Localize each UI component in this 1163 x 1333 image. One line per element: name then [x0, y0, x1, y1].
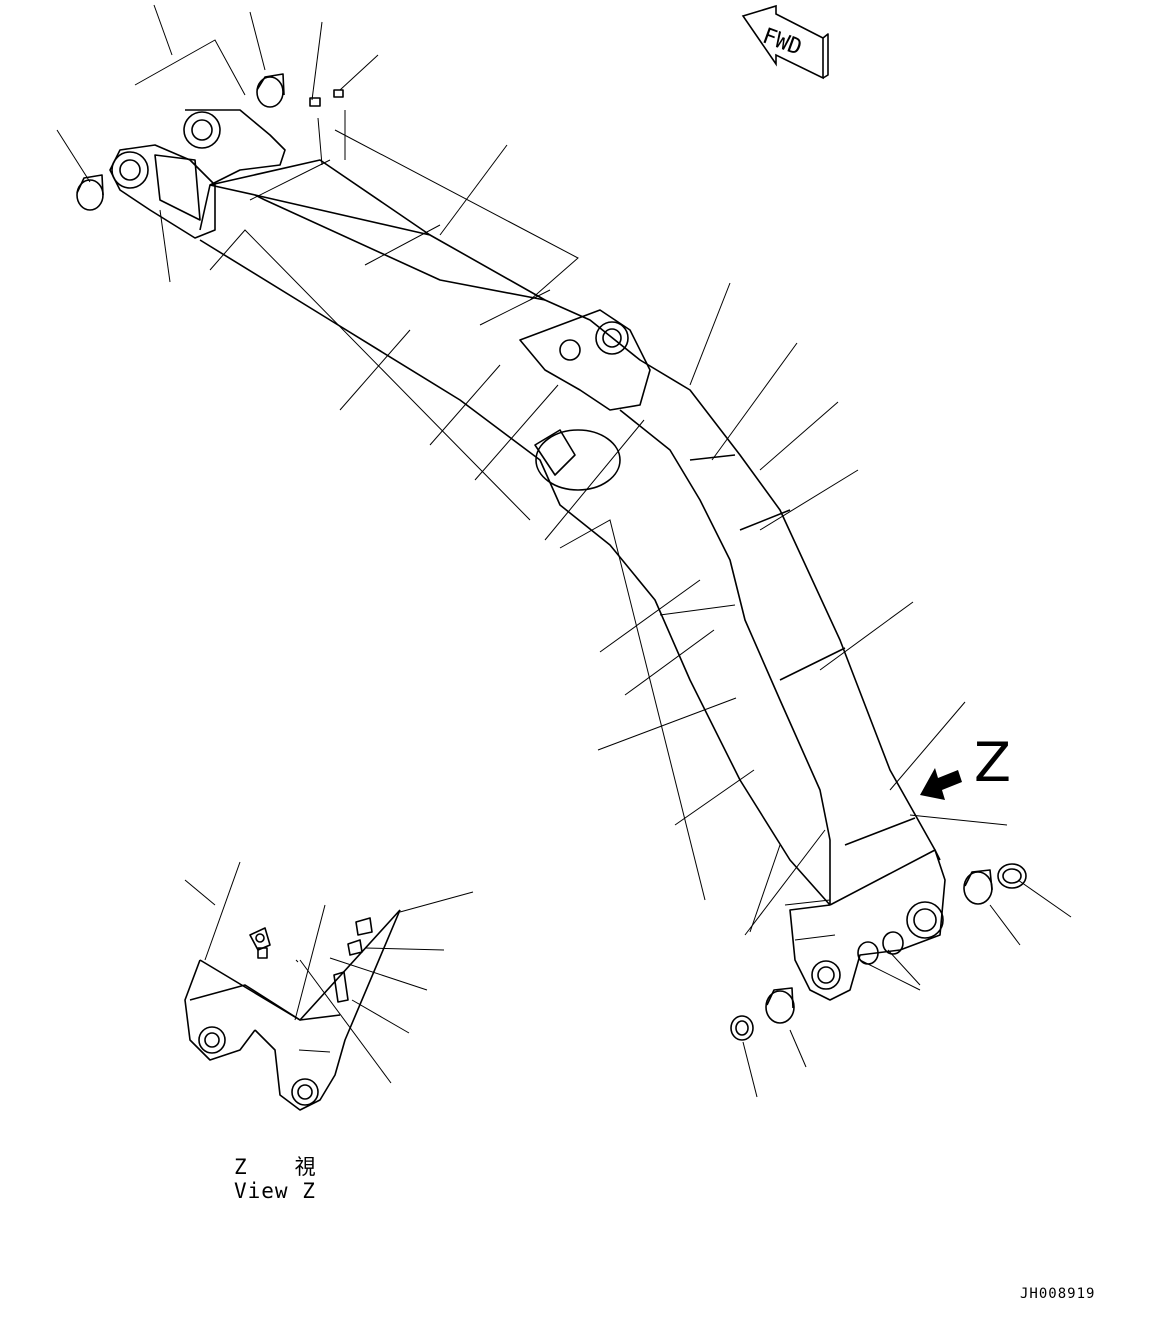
view-caption-japanese: Z 視 — [234, 1155, 318, 1179]
cylinder-bracket — [519, 309, 651, 491]
boom-foot — [109, 109, 286, 239]
view-z-inset — [184, 861, 474, 1111]
leader-lines — [56, 4, 1072, 1098]
callout-frames — [134, 39, 921, 991]
view-direction-arrow-icon — [920, 768, 962, 800]
view-caption-english: View Z — [234, 1179, 316, 1203]
boom-body — [199, 159, 946, 1001]
bushings — [76, 73, 1027, 1041]
drawing-code: JH008919 — [1020, 1286, 1096, 1302]
view-marker-label: Z — [974, 731, 1011, 794]
fwd-arrow-icon: FWD — [741, 4, 829, 80]
decal-bands — [249, 159, 916, 846]
